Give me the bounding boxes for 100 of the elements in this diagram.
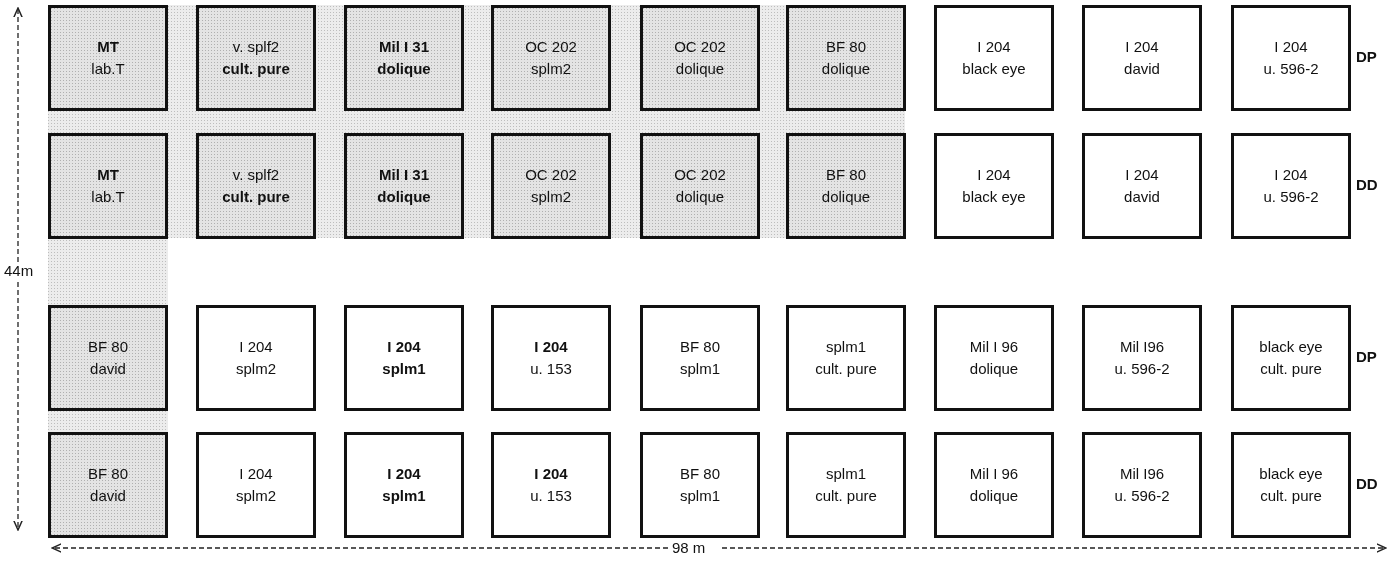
plot-code: I 204 <box>1125 37 1159 57</box>
plot-box <box>786 305 906 411</box>
plot-treatment: dolique <box>377 187 431 207</box>
plot-treatment: splm2 <box>531 59 571 79</box>
plot-code: Mil I 96 <box>969 464 1019 484</box>
plot-box <box>640 133 760 239</box>
plot-box <box>491 133 611 239</box>
plot-treatment: lab.T <box>91 187 125 207</box>
plot-code: v. splf2 <box>232 165 280 185</box>
plot-treatment: u. 596-2 <box>1263 187 1319 207</box>
plot-box <box>934 432 1054 538</box>
plot-code: Mil I 31 <box>379 165 429 185</box>
plot-code: OC 202 <box>674 165 726 185</box>
plot-box <box>1082 305 1202 411</box>
plot-code: I 204 <box>1125 165 1159 185</box>
plot-box <box>48 133 168 239</box>
plot-box <box>491 305 611 411</box>
plot-code: splm1 <box>826 337 866 357</box>
plot-box <box>934 305 1054 411</box>
plot-box <box>1231 5 1351 111</box>
plot-code: BF 80 <box>88 464 128 484</box>
plot-treatment: david <box>90 486 126 506</box>
plot-treatment: splm1 <box>382 359 426 379</box>
plot-treatment: splm1 <box>382 486 426 506</box>
plot-treatment: dolique <box>969 486 1019 506</box>
plot-code: BF 80 <box>826 165 866 185</box>
plot-box <box>48 5 168 111</box>
plot-box <box>1082 5 1202 111</box>
plot-treatment: cult. pure <box>815 359 877 379</box>
plot-code: Mil I 96 <box>969 337 1019 357</box>
plot-treatment: dolique <box>675 59 725 79</box>
plot-box <box>1231 133 1351 239</box>
plot-treatment: u. 596-2 <box>1114 486 1170 506</box>
plot-box <box>196 305 316 411</box>
row-label: DP <box>1356 48 1377 65</box>
dimension-label: 44m <box>4 262 34 279</box>
dimension-label: 98 m <box>672 539 706 556</box>
plot-box <box>934 133 1054 239</box>
plot-box <box>1082 432 1202 538</box>
plot-treatment: david <box>90 359 126 379</box>
plot-box <box>786 5 906 111</box>
plot-code: I 204 <box>387 464 421 484</box>
plot-box <box>48 305 168 411</box>
plot-box <box>1231 305 1351 411</box>
plot-box <box>344 5 464 111</box>
plot-code: black eye <box>1259 464 1323 484</box>
plot-treatment: cult. pure <box>222 59 290 79</box>
plot-treatment: u. 596-2 <box>1114 359 1170 379</box>
plot-treatment: black eye <box>962 187 1026 207</box>
plot-code: I 204 <box>534 464 568 484</box>
plot-code: Mil I 31 <box>379 37 429 57</box>
plot-code: BF 80 <box>826 37 866 57</box>
plot-code: Mil I96 <box>1119 337 1165 357</box>
plot-code: MT <box>97 37 119 57</box>
plot-treatment: lab.T <box>91 59 125 79</box>
plot-treatment: splm1 <box>680 359 720 379</box>
row-label: DD <box>1356 176 1378 193</box>
plot-treatment: cult. pure <box>815 486 877 506</box>
plot-box <box>1082 133 1202 239</box>
plot-code: I 204 <box>977 165 1011 185</box>
plot-box <box>344 432 464 538</box>
plot-box <box>640 305 760 411</box>
plot-code: I 204 <box>239 464 273 484</box>
plot-treatment: u. 153 <box>530 486 572 506</box>
plot-treatment: cult. pure <box>1260 359 1322 379</box>
plot-code: I 204 <box>1274 37 1308 57</box>
plot-box <box>196 5 316 111</box>
plot-treatment: splm2 <box>236 486 276 506</box>
plot-box <box>786 432 906 538</box>
plot-code: v. splf2 <box>232 37 280 57</box>
plot-box <box>640 5 760 111</box>
plot-box <box>491 5 611 111</box>
plot-code: Mil I96 <box>1119 464 1165 484</box>
plot-treatment: dolique <box>821 59 871 79</box>
plot-box <box>491 432 611 538</box>
plot-box <box>344 133 464 239</box>
plot-code: splm1 <box>826 464 866 484</box>
plot-treatment: dolique <box>969 359 1019 379</box>
plot-box <box>786 133 906 239</box>
plot-treatment: david <box>1124 59 1160 79</box>
plot-treatment: u. 153 <box>530 359 572 379</box>
plot-box <box>934 5 1054 111</box>
plot-code: BF 80 <box>88 337 128 357</box>
plot-box <box>196 432 316 538</box>
plot-code: I 204 <box>1274 165 1308 185</box>
plot-code: I 204 <box>239 337 273 357</box>
plot-code: MT <box>97 165 119 185</box>
plot-treatment: dolique <box>377 59 431 79</box>
plot-box <box>344 305 464 411</box>
plot-box <box>1231 432 1351 538</box>
plot-box <box>196 133 316 239</box>
plot-code: OC 202 <box>525 165 577 185</box>
plot-code: BF 80 <box>680 337 720 357</box>
plot-code: I 204 <box>977 37 1011 57</box>
plot-code: I 204 <box>534 337 568 357</box>
plot-treatment: splm2 <box>531 187 571 207</box>
plot-code: BF 80 <box>680 464 720 484</box>
plot-box <box>640 432 760 538</box>
plot-treatment: dolique <box>821 187 871 207</box>
row-label: DD <box>1356 475 1378 492</box>
